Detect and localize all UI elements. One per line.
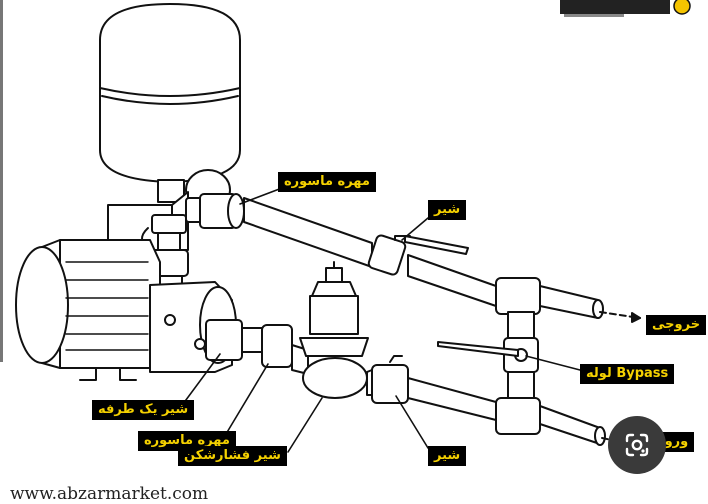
brand-logo-icon bbox=[560, 0, 692, 18]
label-outlet: خروجی bbox=[646, 315, 707, 335]
label-pressure-reducer: شیر فشارشکن bbox=[178, 446, 287, 466]
watermark: www.abzarmarket.com bbox=[10, 484, 209, 504]
left-edge-bar bbox=[0, 0, 3, 362]
google-lens-icon[interactable] bbox=[608, 416, 666, 474]
bypass-pipe bbox=[437, 311, 539, 401]
leader-lines bbox=[179, 187, 581, 453]
label-valve-top: شیر bbox=[428, 200, 467, 220]
label-valve-bottom: شیر bbox=[428, 446, 467, 466]
label-union-top: مهره ماسوره bbox=[278, 172, 376, 192]
outlet-line bbox=[185, 193, 604, 319]
label-check-valve: شیر یک طرفه bbox=[92, 400, 195, 420]
pressure-tank bbox=[99, 3, 241, 203]
inlet-line bbox=[205, 261, 606, 446]
label-bypass: لوله Bypass bbox=[580, 364, 675, 384]
pump-motor bbox=[15, 239, 161, 381]
